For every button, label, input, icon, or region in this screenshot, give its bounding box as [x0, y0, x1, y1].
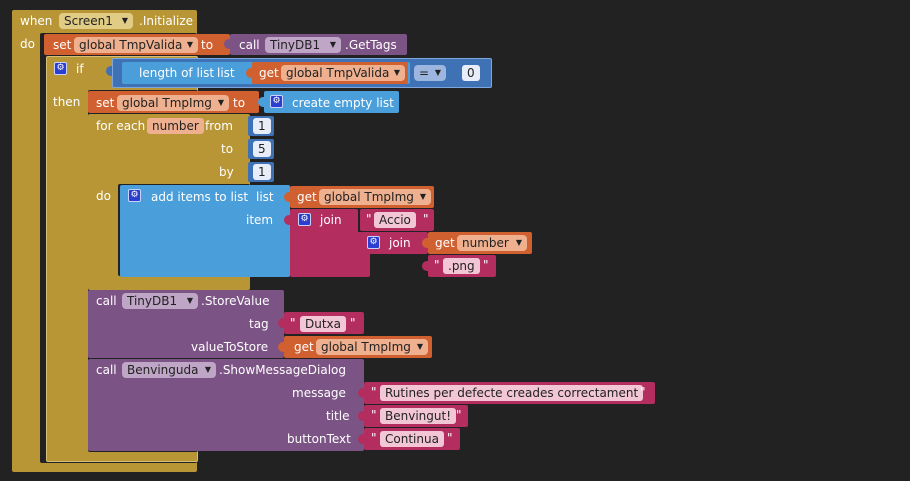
list-label: list — [217, 66, 235, 80]
button-close-quote: " — [447, 431, 453, 445]
text-button-plug — [358, 434, 364, 444]
title-open-quote: " — [371, 408, 377, 422]
if-mutator-gear-icon[interactable]: ⚙ — [54, 62, 67, 75]
do-label: do — [20, 37, 35, 51]
button-text-field[interactable]: Continua — [380, 431, 444, 447]
join-inner-label: join — [389, 236, 411, 250]
storevalue-component-dropdown[interactable]: TinyDB1 — [122, 293, 198, 309]
join-inner-plug — [354, 238, 360, 248]
title-close-quote: " — [456, 408, 462, 422]
compare-operator-dropdown[interactable]: = — [414, 65, 446, 81]
gettags-method: .GetTags — [345, 38, 397, 52]
for-each-do-label: do — [96, 189, 111, 203]
text-title-plug — [358, 411, 364, 421]
then-label: then — [53, 95, 81, 109]
dutxa-open-quote: " — [290, 316, 296, 330]
initialize-event-label: .Initialize — [139, 14, 194, 28]
by-label: by — [219, 165, 234, 179]
join-inner-mutator-gear-icon[interactable]: ⚙ — [367, 236, 380, 249]
for-each-var-field[interactable]: number — [147, 118, 204, 134]
button-text-label: buttonText — [287, 432, 351, 446]
create-empty-list-label: create empty list — [292, 96, 394, 110]
add-items-item-label: item — [246, 213, 274, 227]
from-num-field[interactable]: 1 — [253, 118, 271, 134]
text-dutxa-plug — [278, 318, 284, 328]
title-text-field[interactable]: Benvingut! — [380, 408, 456, 424]
create-empty-list-block[interactable] — [264, 91, 399, 113]
tmpvalida-dropdown[interactable]: global TmpValida — [74, 37, 198, 53]
value-to-store-label: valueToStore — [191, 340, 269, 354]
get-tmpimg-plug — [284, 192, 290, 202]
call-label: call — [239, 38, 260, 52]
tag-label: tag — [249, 317, 269, 331]
accio-open-quote: " — [366, 212, 372, 226]
tinydb-dropdown[interactable]: TinyDB1 — [265, 37, 341, 53]
message-text-field[interactable]: Rutines per defecte creades correctament — [380, 385, 644, 401]
screen-dropdown[interactable]: Screen1 — [59, 13, 133, 29]
set-label: set — [53, 38, 72, 52]
notifier-component-dropdown[interactable]: Benvinguda — [122, 362, 216, 378]
length-of-list-label: length of list — [139, 66, 215, 80]
compare-plug — [106, 66, 112, 76]
set-tmpimg-label: set — [96, 96, 115, 110]
png-open-quote: " — [434, 258, 440, 272]
create-empty-list-plug — [258, 97, 264, 107]
button-open-quote: " — [371, 431, 377, 445]
png-text-field[interactable]: .png — [443, 258, 480, 274]
join-mutator-gear-icon[interactable]: ⚙ — [298, 213, 311, 226]
dutxa-text-field[interactable]: Dutxa — [300, 316, 347, 332]
to-num-field[interactable]: 5 — [253, 141, 271, 157]
get-number-dropdown[interactable]: number — [457, 235, 527, 251]
message-label: message — [292, 386, 346, 400]
get-number-label: get — [435, 236, 455, 250]
join-label: join — [320, 213, 342, 227]
message-open-quote: " — [371, 385, 377, 399]
to-range-label: to — [221, 142, 234, 156]
get-tmpimg-dropdown[interactable]: global TmpImg — [319, 189, 431, 205]
message-close-quote: " — [640, 385, 646, 399]
get-tmpvalida-dropdown[interactable]: global TmpValida — [281, 65, 405, 81]
from-label: from — [205, 119, 233, 133]
for-each-label: for each — [96, 119, 146, 133]
storevalue-call-label: call — [96, 294, 117, 308]
text-png-plug — [422, 261, 428, 271]
by-num-field[interactable]: 1 — [253, 164, 271, 180]
if-label: if — [76, 62, 84, 76]
create-list-mutator-gear-icon[interactable]: ⚙ — [270, 95, 283, 108]
add-items-list-label: list — [256, 190, 274, 204]
title-label: title — [326, 409, 350, 423]
get-tmpvalida-plug — [246, 68, 252, 78]
tmpimg-dropdown[interactable]: global TmpImg — [117, 95, 229, 111]
get-store-var-plug — [278, 342, 284, 352]
add-items-label: add items to list — [151, 190, 249, 204]
get-tmpimg-label: get — [297, 190, 317, 204]
get-number-plug — [422, 238, 428, 248]
add-items-mutator-gear-icon[interactable]: ⚙ — [128, 189, 141, 202]
accio-close-quote: " — [423, 212, 429, 226]
add-items-block[interactable] — [120, 185, 290, 277]
to-label: to — [201, 38, 214, 52]
storevalue-method: .StoreValue — [201, 294, 270, 308]
when-label: when — [20, 14, 53, 28]
text-message-plug — [358, 388, 364, 398]
join-plug — [284, 215, 290, 225]
get-store-var-label: get — [294, 340, 314, 354]
show-message-method: .ShowMessageDialog — [219, 363, 347, 377]
png-close-quote: " — [483, 258, 489, 272]
show-message-call-label: call — [96, 363, 117, 377]
dutxa-close-quote: " — [350, 316, 356, 330]
number-zero-field[interactable]: 0 — [462, 65, 480, 81]
call-gettags-plug — [224, 39, 230, 49]
get-label: get — [259, 66, 279, 80]
set-tmpimg-to-label: to — [233, 96, 246, 110]
get-store-var-dropdown[interactable]: global TmpImg — [316, 339, 428, 355]
accio-text-field[interactable]: Accio — [374, 212, 416, 228]
